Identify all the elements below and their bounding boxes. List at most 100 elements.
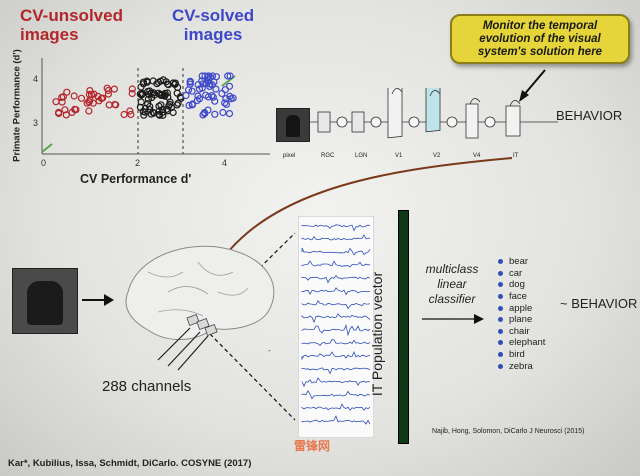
scatter-point [141,108,149,116]
scatter-point [149,108,157,116]
scatter-point [70,92,78,100]
scatter-point [111,100,119,109]
spike-trace [301,389,371,400]
scatter-point [63,88,71,96]
electrode-arrays [186,314,218,336]
watermark-logo: 雷锋网 [294,439,331,453]
stage-v1: V1 [395,153,403,159]
scatter-points [52,72,237,119]
spike-trace [301,260,371,268]
scatter-point [221,86,229,94]
scatter-point [198,77,206,85]
scatter-point [194,81,202,89]
spike-trace [301,350,371,361]
ytick-3: 3 [33,118,39,128]
stage-pixel: pixel [283,153,296,159]
spike-trace [301,247,371,256]
scatter-point [167,103,176,112]
it-vector-label: IT Population vector [369,271,385,397]
scatter-point [149,77,157,85]
scatter-point [55,109,63,118]
class-item: plane [498,314,545,326]
scatter-point [184,86,193,94]
scatter-point [161,89,169,98]
xtick-0: 0 [41,158,47,168]
callout-arrow [519,69,546,102]
bullet-icon [498,363,503,369]
channel-count-label: 288 channels [102,378,192,395]
scatter-point [222,100,231,109]
class-item: face [498,291,545,303]
scatter-point [188,87,196,95]
scatter-point [199,111,207,119]
behavior-result-label: ~ BEHAVIOR [560,296,638,311]
scatter-point [86,96,94,104]
stage-v2: V2 [433,153,441,159]
scatter-point [137,91,146,99]
scatter-point [209,93,217,101]
scatter-ylabel: Primate Performance (d') [11,49,23,162]
scatter-point [104,90,113,98]
model-stage-labels: pixel RGC LGN V1 V2 V4 IT [277,153,537,163]
scatter-point [171,80,179,88]
xtick-4: 4 [222,158,228,168]
callout-box: Monitor the temporal evolution of the vi… [450,14,630,64]
bullet-icon [498,270,503,276]
scatter-point [188,100,197,108]
behavior-output-label: BEHAVIOR [556,108,623,123]
bullet-icon [498,317,503,323]
model-pipeline [310,88,558,139]
scatter-point [127,110,135,119]
scatter-point [144,87,152,96]
spike-trace [301,224,371,232]
bullet-icon [498,352,503,358]
scatter-point [85,107,93,115]
scatter-point [186,77,194,85]
class-item: apple [498,302,545,314]
scatter-point [182,91,190,100]
scatter-point [212,85,220,93]
scatter-point [157,91,165,100]
bullet-icon [498,328,503,334]
scatter-point [173,101,181,109]
scatter-point [52,98,60,106]
class-item: dog [498,279,545,291]
scatter-point [208,91,216,100]
scatter-point [204,72,213,80]
spike-trace [301,403,371,411]
class-item: elephant [498,337,545,349]
scatter-point [218,89,226,98]
scatter-point [150,91,159,99]
scatter-point [211,97,219,105]
neural-traces-panel [298,216,374,438]
class-item: zebra [498,360,545,372]
scatter-point [85,98,93,106]
scatter-point [155,102,163,110]
spike-trace [301,287,371,296]
scatter-point [204,106,212,114]
scatter-point [157,101,165,109]
spike-trace [301,234,371,241]
classifier-label: multiclass linear classifier [425,262,479,306]
scatter-point [128,89,136,98]
person-silhouette [27,281,63,325]
scatter-point [206,82,214,90]
scatter-point [98,94,107,102]
spike-trace [301,415,371,425]
spike-trace [301,324,371,337]
scatter-point [211,110,219,118]
spike-trace [301,377,371,388]
scatter-point [138,90,146,98]
person-silhouette [286,115,300,137]
scatter-point [212,73,220,81]
population-vector-bar [398,210,409,444]
scatter-point [159,111,167,119]
class-item: bird [498,349,545,361]
scale-mark: - [268,346,271,355]
bullet-icon [498,305,503,311]
input-image-thumbnail [276,108,310,142]
scatter-xlabel: CV Performance d' [80,172,192,186]
spike-trace [301,274,371,284]
scatter-point [222,95,230,103]
